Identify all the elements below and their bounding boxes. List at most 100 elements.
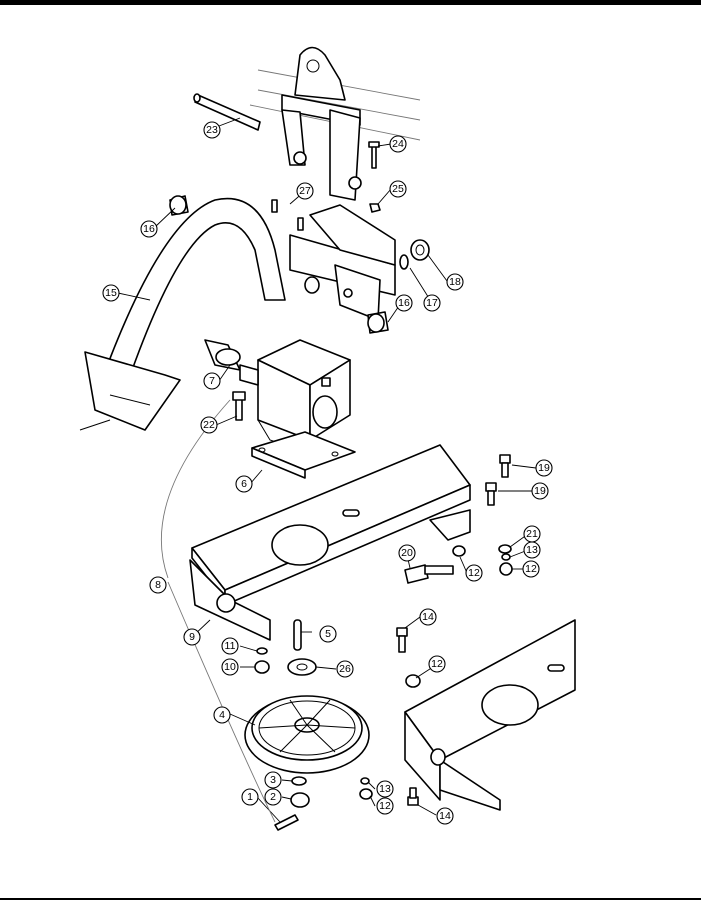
- svg-text:12: 12: [431, 658, 443, 670]
- callout-13-lower: 13: [376, 780, 394, 798]
- svg-text:21: 21: [526, 528, 538, 540]
- callout-23: 23: [203, 121, 221, 139]
- svg-text:26: 26: [339, 663, 351, 675]
- svg-text:16: 16: [398, 297, 410, 309]
- pulley-part-4: [244, 695, 370, 774]
- bolt-part-19-lower: [485, 482, 497, 506]
- svg-text:13: 13: [526, 544, 538, 556]
- washer-part-17: [399, 254, 409, 270]
- callout-12-lower-plate: 12: [428, 655, 446, 673]
- callout-19-upper: 19: [535, 459, 553, 477]
- nut-part-25: [369, 203, 381, 213]
- callout-4: 4: [213, 706, 231, 724]
- callout-24: 24: [389, 135, 407, 153]
- callout-25: 25: [389, 180, 407, 198]
- svg-text:14: 14: [422, 611, 434, 623]
- callout-14-upper: 14: [419, 608, 437, 626]
- washer-part-26: [287, 658, 317, 676]
- callout-3: 3: [264, 771, 282, 789]
- callout-16-upper: 16: [140, 220, 158, 238]
- svg-text:11: 11: [225, 640, 236, 652]
- ripper-shank-part-15: [79, 197, 286, 431]
- svg-text:18: 18: [449, 276, 461, 288]
- pin-part-23: [193, 93, 261, 131]
- svg-text:10: 10: [224, 661, 236, 673]
- svg-text:3: 3: [270, 774, 276, 786]
- pivot-bracket: [289, 204, 396, 321]
- svg-text:5: 5: [325, 628, 331, 640]
- top-rule: [0, 0, 701, 5]
- callout-2: 2: [264, 788, 282, 806]
- svg-text:2: 2: [270, 791, 276, 803]
- nut-part-2: [290, 792, 310, 808]
- callout-10: 10: [221, 658, 239, 676]
- nut-part-18: [410, 239, 430, 261]
- grease-fitting-part-27: [271, 199, 304, 231]
- callout-8: 8: [149, 576, 167, 594]
- spacer-part-7: [204, 339, 241, 371]
- bolt-part-20: [404, 564, 454, 584]
- bushing-part-16-lower: [367, 311, 389, 334]
- svg-text:14: 14: [439, 810, 451, 822]
- svg-text:19: 19: [534, 485, 546, 497]
- bushing-part-16-upper: [169, 195, 189, 216]
- svg-text:6: 6: [241, 478, 247, 490]
- svg-text:9: 9: [189, 631, 195, 643]
- svg-text:13: 13: [379, 783, 391, 795]
- bolt-part-14-upper: [396, 627, 408, 653]
- callout-5: 5: [319, 625, 337, 643]
- washer-part-3: [291, 776, 307, 786]
- callout-12-mid: 12: [465, 564, 483, 582]
- svg-text:12: 12: [379, 800, 391, 812]
- callout-22: 22: [200, 416, 218, 434]
- bottom-rule: [0, 898, 701, 900]
- svg-text:7: 7: [209, 375, 215, 387]
- svg-text:17: 17: [426, 297, 438, 309]
- nut-part-10: [254, 660, 270, 674]
- washer-part-11: [256, 647, 268, 655]
- svg-text:20: 20: [401, 547, 413, 559]
- callout-20: 20: [398, 544, 416, 562]
- svg-text:19: 19: [538, 462, 550, 474]
- callout-27: 27: [296, 182, 314, 200]
- svg-text:1: 1: [247, 791, 253, 803]
- gearbox: [239, 339, 351, 451]
- roll-pin-part-5: [293, 619, 302, 651]
- svg-text:4: 4: [219, 709, 225, 721]
- bolt-part-22: [232, 391, 246, 421]
- svg-text:12: 12: [525, 563, 537, 575]
- bolt-part-19-upper: [499, 454, 511, 478]
- svg-text:27: 27: [299, 185, 311, 197]
- callout-6: 6: [235, 475, 253, 493]
- callout-9: 9: [183, 628, 201, 646]
- svg-text:12: 12: [468, 567, 480, 579]
- svg-text:8: 8: [155, 579, 161, 591]
- callout-15: 15: [102, 284, 120, 302]
- fastener-set-right: [452, 544, 513, 576]
- callout-26: 26: [336, 660, 354, 678]
- callout-1: 1: [241, 788, 259, 806]
- callout-18: 18: [446, 273, 464, 291]
- cotter-pin-part-1: [274, 814, 299, 831]
- clevis-pin-part-24: [368, 141, 380, 169]
- callout-16-lower: 16: [395, 294, 413, 312]
- callout-7: 7: [203, 372, 221, 390]
- callout-12-right: 12: [522, 560, 540, 578]
- callout-11: 11: [221, 637, 239, 655]
- callout-12-lower: 12: [376, 797, 394, 815]
- svg-text:15: 15: [105, 287, 117, 299]
- mounting-plate-part-9: [189, 444, 471, 641]
- svg-text:25: 25: [392, 183, 404, 195]
- hitch-frame: [249, 46, 421, 201]
- secondary-mounting-plate: [404, 619, 576, 811]
- svg-text:22: 22: [203, 419, 215, 431]
- svg-text:24: 24: [392, 138, 404, 150]
- gearbox-plate-part-6: [251, 431, 356, 479]
- callout-17: 17: [423, 294, 441, 312]
- callout-19-lower: 19: [531, 482, 549, 500]
- callout-14-lower: 14: [436, 807, 454, 825]
- callout-13-right: 13: [523, 541, 541, 559]
- svg-text:23: 23: [206, 124, 218, 136]
- callout-21: 21: [523, 525, 541, 543]
